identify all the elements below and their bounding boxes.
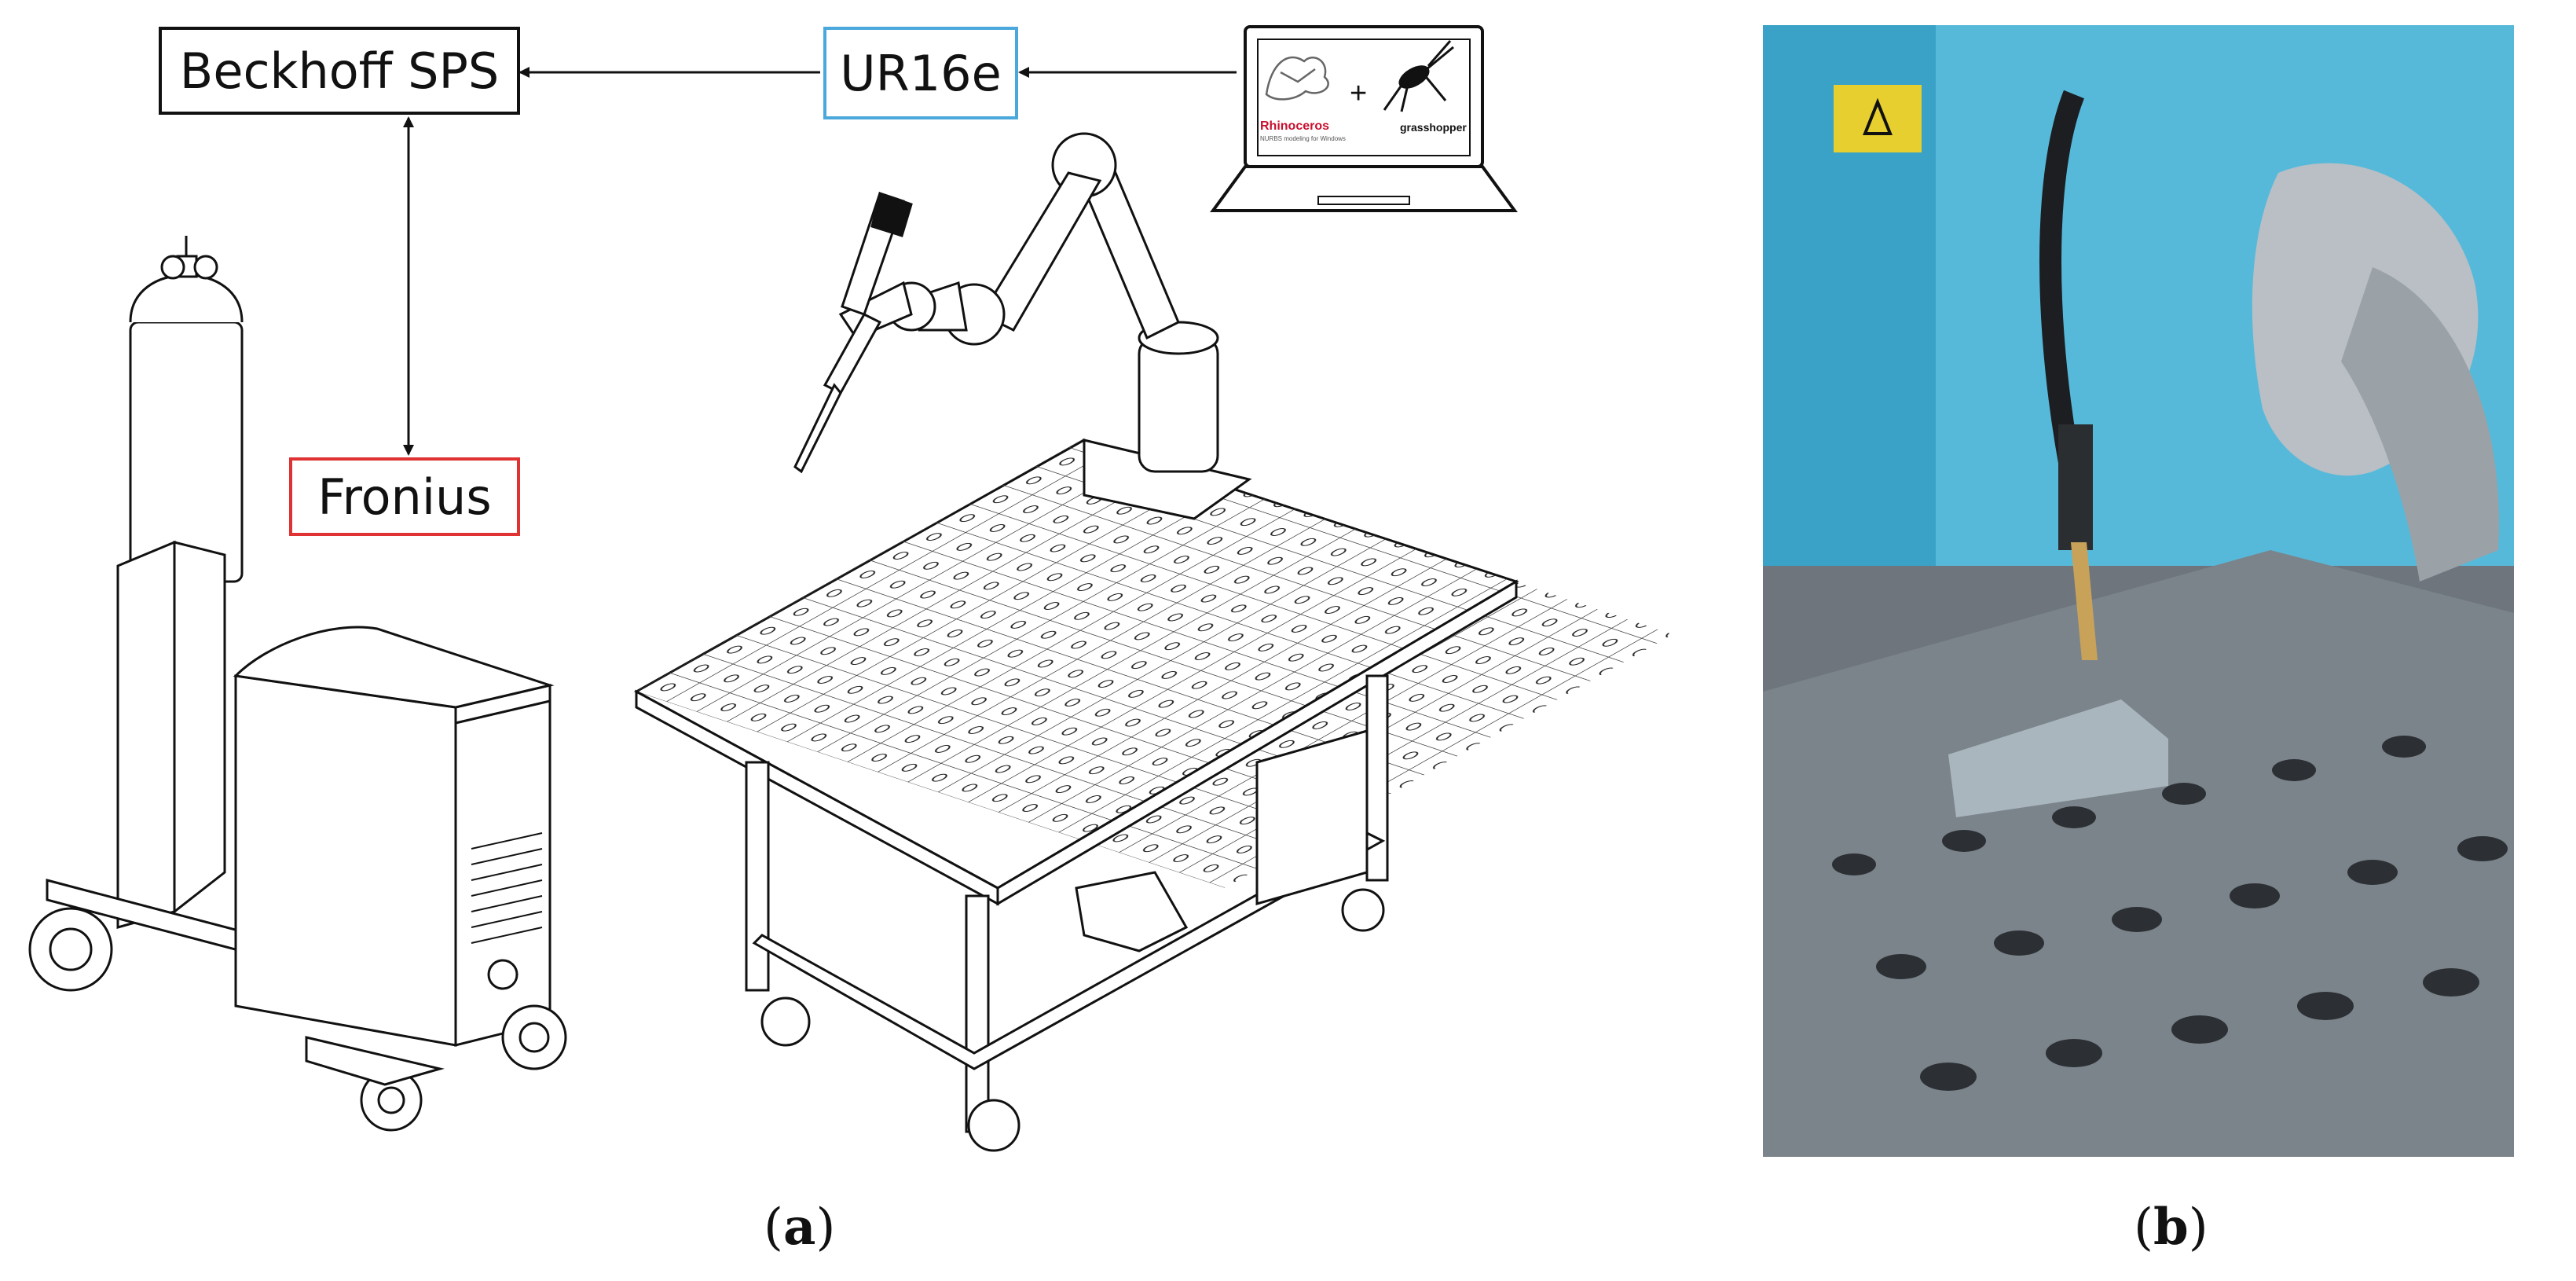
- rhino-tagline-label: NURBS modeling for Windows: [1260, 135, 1346, 142]
- caption-a: (a): [764, 1198, 836, 1257]
- fronius-node: Fronius: [289, 457, 520, 536]
- rhino-logo-icon: [1265, 56, 1329, 101]
- gas-cylinder-icon: [129, 236, 244, 583]
- rhino-brand-label: Rhinoceros: [1260, 119, 1330, 133]
- welding-torch-icon: [793, 192, 913, 474]
- grasshopper-brand-label: grasshopper: [1400, 121, 1467, 134]
- beckhoff-sps-node: Beckhoff SPS: [159, 27, 520, 115]
- caption-b-letter: b: [2153, 1198, 2189, 1257]
- table-hole-grid: [636, 438, 1673, 888]
- plus-sign: +: [1350, 77, 1368, 110]
- fronius-welder-icon: [233, 626, 567, 1132]
- laptop-icon: [1210, 25, 1518, 212]
- ur16e-robot-arm-icon: [838, 132, 1219, 473]
- welding-table-icon: [633, 438, 1673, 1152]
- caption-a-letter: a: [782, 1198, 816, 1257]
- caption-b: (b): [2134, 1198, 2208, 1257]
- ur16e-node: UR16e: [823, 27, 1018, 119]
- welding-cell-photo: [1763, 25, 2514, 1157]
- grasshopper-logo-icon: [1383, 40, 1454, 112]
